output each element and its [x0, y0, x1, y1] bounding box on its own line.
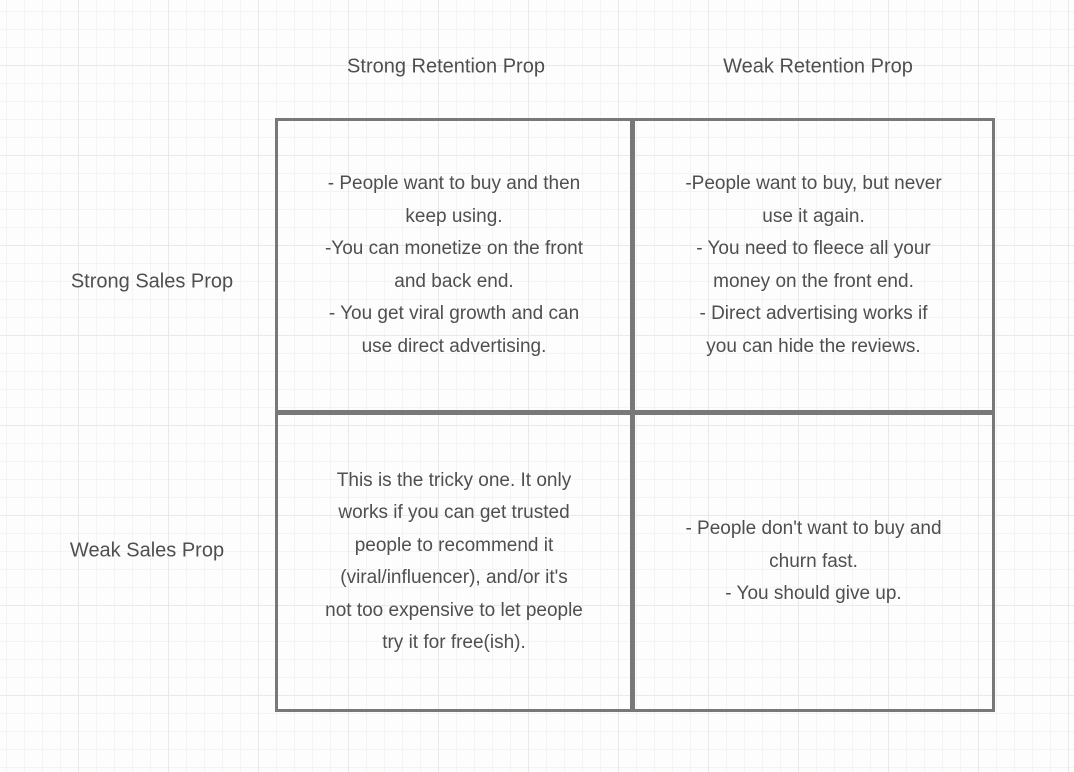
row-header-weak-sales[interactable]: Weak Sales Prop	[69, 539, 225, 562]
row-header-strong-sales[interactable]: Strong Sales Prop	[70, 270, 234, 293]
column-header-weak-retention[interactable]: Weak Retention Prop	[723, 55, 913, 78]
column-header-strong-retention[interactable]: Strong Retention Prop	[347, 55, 545, 78]
